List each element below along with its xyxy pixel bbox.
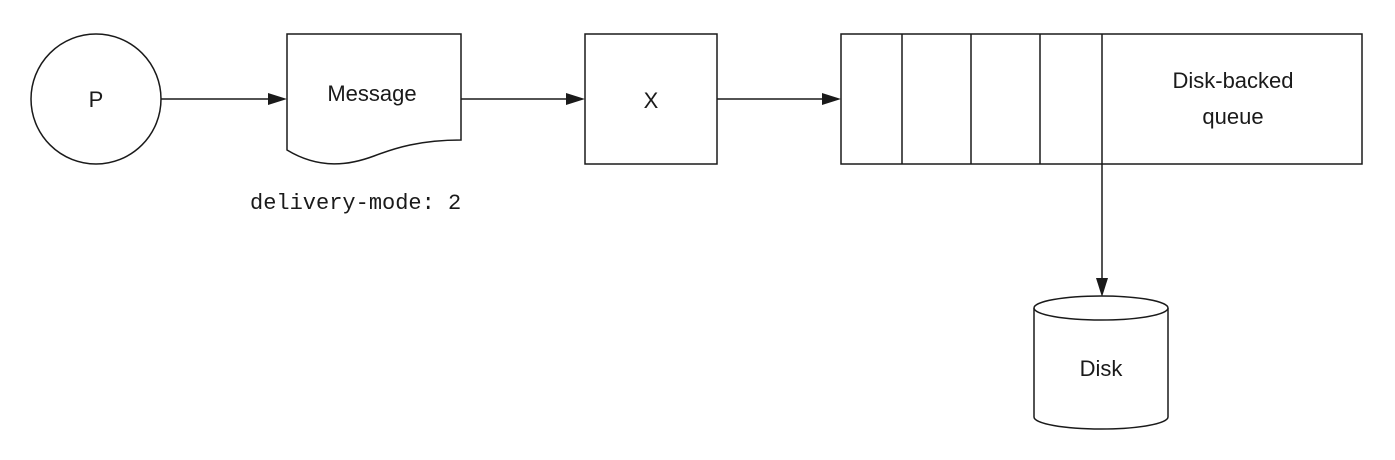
exchange-label: X bbox=[644, 88, 659, 113]
disk-node: Disk bbox=[1033, 295, 1169, 430]
message-label: Message bbox=[327, 81, 416, 106]
arrow-producer-to-message bbox=[161, 93, 287, 105]
arrow-message-to-exchange bbox=[461, 93, 585, 105]
disk-backed-queue-node: Disk-backed queue bbox=[840, 33, 1363, 165]
disk-label: Disk bbox=[1080, 356, 1124, 381]
exchange-node: X bbox=[584, 33, 718, 165]
producer-label: P bbox=[89, 87, 104, 112]
delivery-mode-annotation: delivery-mode: 2 bbox=[250, 191, 461, 216]
queue-label-line1: Disk-backed bbox=[1172, 68, 1293, 93]
producer-node: P bbox=[30, 33, 162, 165]
arrow-queue-to-disk bbox=[1096, 164, 1108, 297]
message-node: Message bbox=[286, 33, 462, 165]
queue-label-line2: queue bbox=[1202, 104, 1263, 129]
arrow-exchange-to-queue bbox=[717, 93, 841, 105]
